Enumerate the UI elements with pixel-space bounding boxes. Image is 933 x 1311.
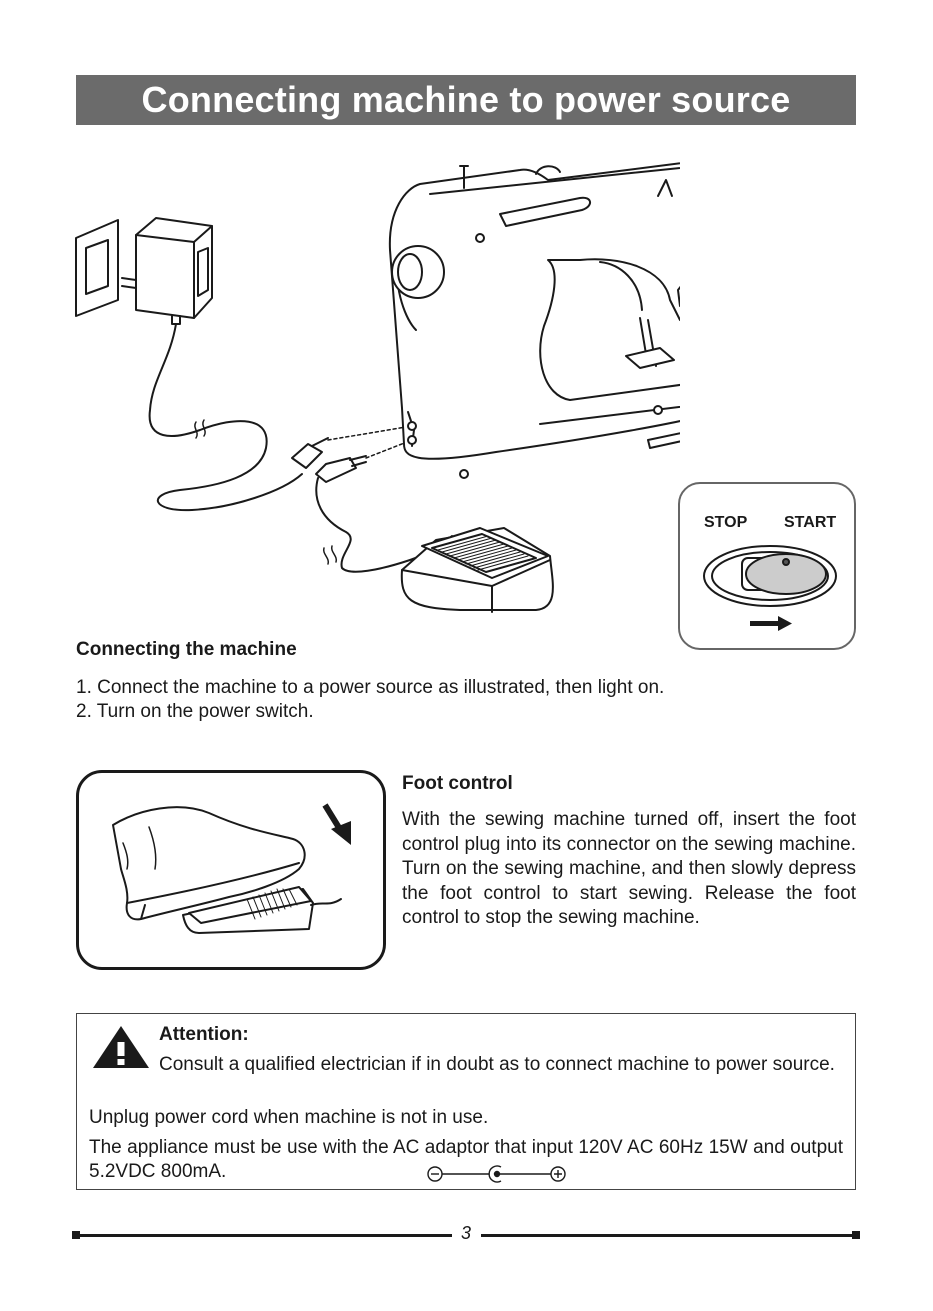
arrow-down-icon bbox=[322, 803, 351, 845]
polarity-symbol-icon bbox=[427, 1165, 566, 1183]
adaptor-cord bbox=[148, 323, 303, 512]
power-switch-detail: STOP START bbox=[678, 482, 856, 650]
page-number: 3 bbox=[460, 1223, 471, 1243]
attention-line-2: Unplug power cord when machine is not in… bbox=[89, 1107, 489, 1128]
foot-pedal-illustration bbox=[76, 770, 386, 970]
arrow-right-icon bbox=[750, 616, 792, 631]
foot-control-heading: Foot control bbox=[402, 773, 513, 794]
foot-control-body: With the sewing machine turned off, inse… bbox=[402, 809, 856, 928]
foot-pedal bbox=[400, 527, 554, 613]
shoe bbox=[112, 806, 306, 921]
wall-outlet bbox=[75, 219, 119, 317]
attention-line-3: The appliance must be use with the AC ad… bbox=[89, 1137, 843, 1182]
footer-rule-left bbox=[76, 1234, 452, 1237]
attention-title: Attention: bbox=[159, 1024, 249, 1045]
start-label: START bbox=[784, 514, 837, 531]
warning-icon bbox=[93, 1026, 149, 1068]
attention-line-1: Consult a qualified electrician if in do… bbox=[159, 1054, 835, 1075]
power-switch-icon bbox=[703, 545, 837, 607]
footer-rule-right bbox=[481, 1234, 856, 1237]
ac-adaptor bbox=[121, 217, 213, 325]
connecting-step-2: 2. Turn on the power switch. bbox=[76, 701, 314, 722]
foot-control-plug bbox=[315, 455, 367, 483]
attention-box: Attention: Consult a qualified electrici… bbox=[76, 1013, 856, 1190]
footer-rule-end-right bbox=[852, 1231, 860, 1239]
machine-connection-illustration bbox=[75, 162, 680, 613]
sewing-machine bbox=[388, 162, 680, 479]
page-title: Connecting machine to power source bbox=[76, 75, 856, 125]
connecting-heading: Connecting the machine bbox=[76, 639, 297, 660]
stop-label: STOP bbox=[704, 514, 748, 531]
dc-plug bbox=[291, 437, 329, 469]
connecting-step-1: 1. Connect the machine to a power source… bbox=[76, 677, 665, 698]
